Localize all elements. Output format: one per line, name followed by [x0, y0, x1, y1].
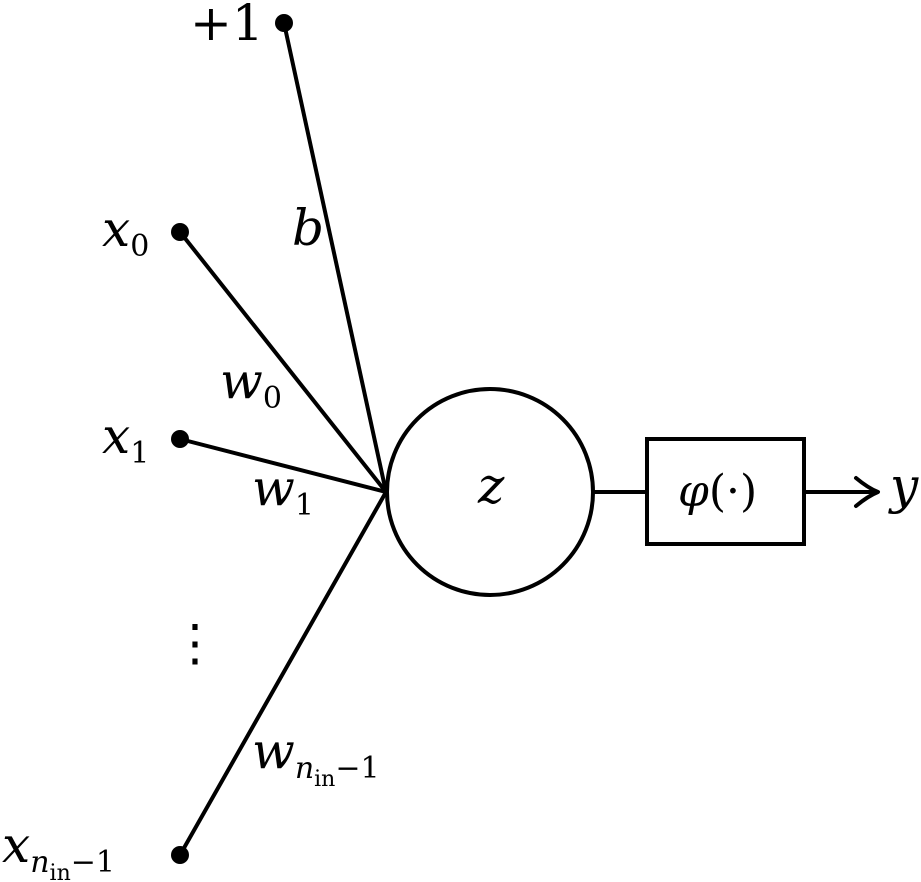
weight-label-w1: w1	[252, 459, 314, 523]
output-arrowhead	[854, 476, 880, 508]
input-node-xn	[171, 846, 189, 864]
output-label: y	[888, 457, 919, 515]
input-edge-x0	[178, 230, 388, 494]
input-node-x0	[171, 223, 189, 241]
input-label-x1: x1	[102, 407, 149, 471]
input-label-x0: x0	[102, 200, 149, 264]
bias-edge	[282, 21, 388, 494]
input-label-xn: xnin−1	[2, 816, 115, 882]
bias-weight-label: b	[292, 199, 324, 257]
vertical-ellipsis: ⋮	[170, 614, 220, 672]
input-edges	[178, 21, 388, 857]
bias-node	[275, 14, 293, 32]
input-nodes	[171, 14, 293, 864]
input-edge-x1	[178, 437, 388, 494]
weight-label-w0: w0	[220, 352, 282, 416]
activation-label: φ(·)	[678, 466, 757, 517]
bias-input-label: +1	[190, 0, 264, 52]
input-edge-xn	[178, 490, 388, 857]
input-node-x1	[171, 430, 189, 448]
weight-label-wn: wnin−1	[252, 722, 380, 792]
neuron-label: z	[477, 457, 505, 515]
